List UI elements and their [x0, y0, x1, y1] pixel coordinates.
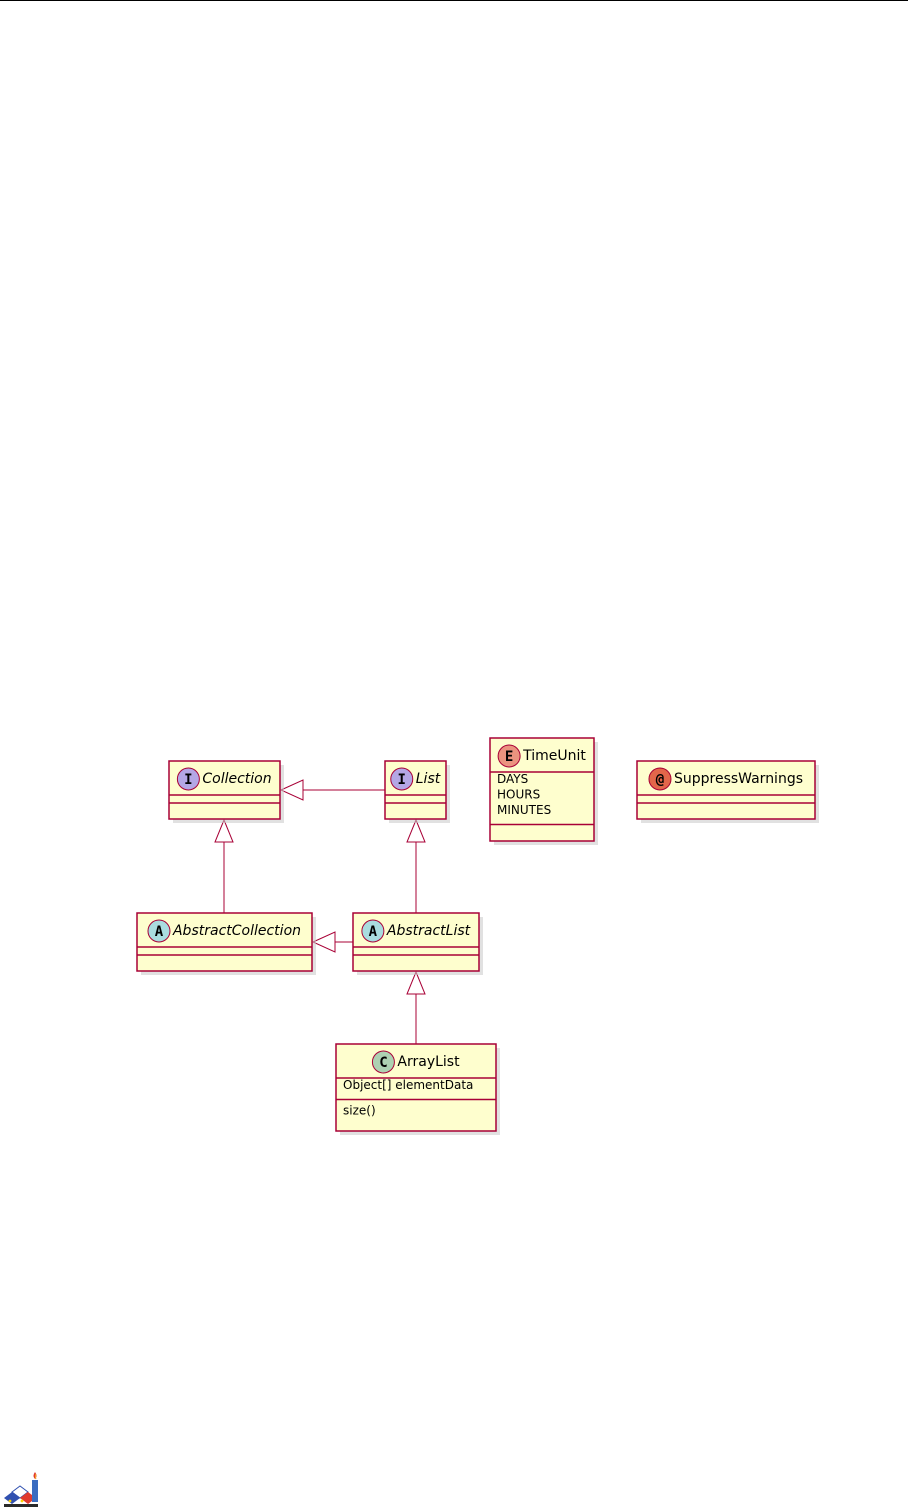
class-name-arraylist: ArrayList [397, 1054, 460, 1070]
class-box-collection: Collection I [168, 760, 284, 823]
class-box-abstractcollection: AbstractCollection A [136, 912, 316, 975]
page-top-rule [0, 0, 908, 1]
class-method-arraylist: size() [343, 1104, 376, 1118]
relation-list-extends-collection [279, 779, 385, 801]
inheritance-arrowhead-icon [406, 970, 426, 995]
stereotype-letter: I [184, 772, 192, 788]
stereotype-letter: @ [656, 772, 664, 788]
stereotype-letter: A [155, 924, 164, 940]
inheritance-arrowhead-icon [279, 779, 304, 801]
inheritance-arrowhead-icon [214, 818, 234, 843]
class-box-suppresswarnings: SuppressWarnings @ [636, 760, 819, 823]
relation-abstractcollection-extends-collection [214, 818, 234, 913]
inheritance-arrowhead-icon [406, 818, 426, 843]
relation-abstractlist-extends-abstractcollection [311, 931, 353, 953]
class-name-abstractlist: AbstractList [386, 923, 471, 939]
class-attribute-arraylist: Object[] elementData [343, 1078, 473, 1092]
documentation-logo-icon [4, 1472, 38, 1507]
class-attribute-timeunit: MINUTES [497, 803, 551, 817]
inheritance-arrowhead-icon [311, 931, 336, 953]
stereotype-letter: I [398, 772, 406, 788]
class-attribute-timeunit: DAYS [497, 772, 528, 786]
class-name-timeunit: TimeUnit [522, 748, 586, 764]
class-name-abstractcollection: AbstractCollection [172, 923, 301, 939]
stereotype-letter: E [505, 749, 513, 765]
stereotype-interface-icon: I [176, 767, 200, 791]
class-attribute-timeunit: HOURS [497, 788, 540, 802]
class-name-list: List [416, 771, 441, 787]
stereotype-abstract-icon: A [361, 919, 385, 943]
stereotype-letter: C [379, 1055, 387, 1071]
class-box-abstractlist: AbstractList A [352, 912, 483, 975]
stereotype-enum-icon: E [497, 744, 521, 768]
relation-abstractlist-extends-list [406, 818, 426, 913]
stereotype-interface-icon: I [390, 767, 414, 791]
relation-arraylist-extends-abstractlist [406, 970, 426, 1044]
class-box-arraylist: ArrayList C Object[] elementData size() [335, 1043, 500, 1135]
stereotype-abstract-icon: A [147, 919, 171, 943]
class-name-suppresswarnings: SuppressWarnings [674, 771, 803, 787]
stereotype-class-icon: C [371, 1050, 395, 1074]
class-name-collection: Collection [202, 771, 271, 787]
stereotype-letter: A [369, 924, 378, 940]
stereotype-annotation-icon: @ [648, 767, 672, 791]
class-box-list: List I [384, 760, 450, 823]
